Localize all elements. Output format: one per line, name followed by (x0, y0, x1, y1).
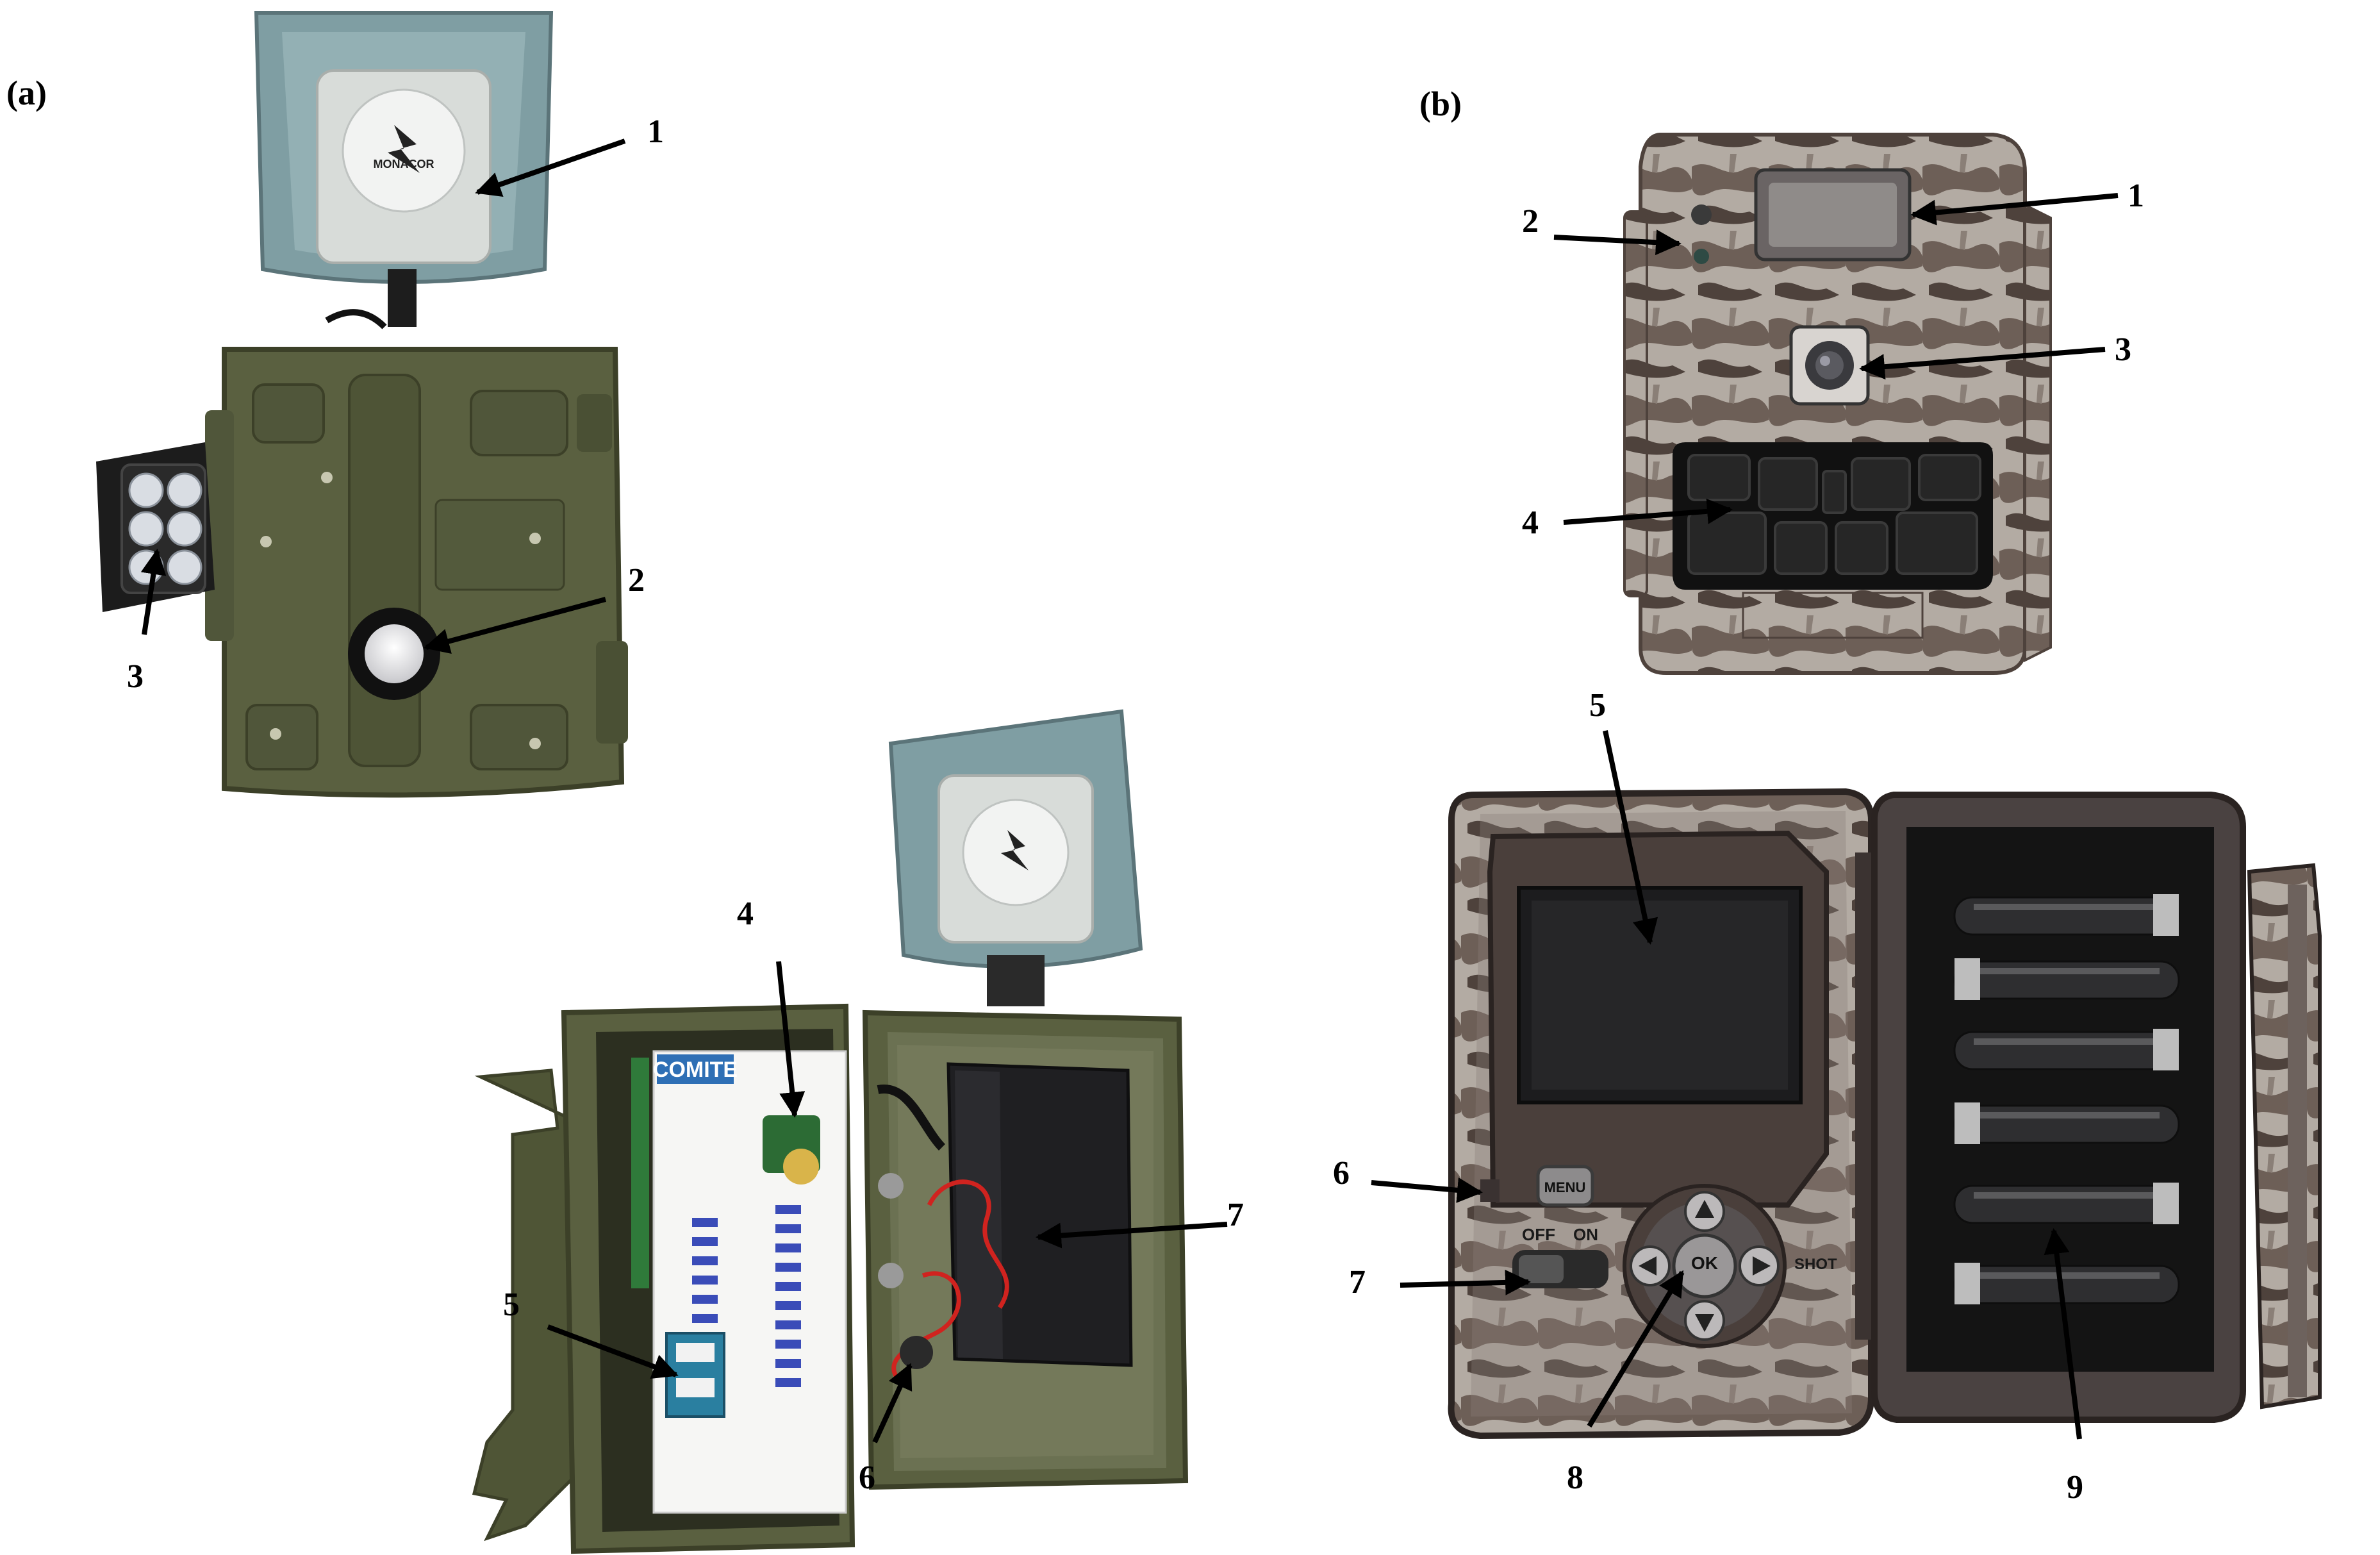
callout-b-3: 3 (2115, 331, 2131, 368)
horn-speaker-2 (888, 709, 1143, 1006)
light-sensor (1691, 204, 1712, 225)
olive-case-front (205, 347, 628, 798)
callout-b-8: 8 (1567, 1459, 1583, 1496)
callout-arrows (140, 138, 2119, 1443)
on-label: ON (1573, 1225, 1598, 1244)
callout-b-1: 1 (2128, 178, 2144, 214)
callout-a-1: 1 (647, 113, 664, 150)
panel-b-camera-open: MENU OFF ON OK SHOT (1448, 788, 2322, 1440)
callout-a-3: 3 (127, 658, 144, 695)
callout-b-6: 6 (1333, 1155, 1350, 1192)
off-label: OFF (1522, 1225, 1555, 1244)
menu-button[interactable] (1536, 1165, 1594, 1207)
cable-gland (900, 1336, 933, 1369)
panel-b-camera-front (1623, 133, 2052, 675)
shot-label: SHOT (1794, 1256, 1837, 1273)
panel-b-label: (b) (1419, 85, 1462, 123)
callout-b-2: 2 (1522, 203, 1539, 240)
callout-b-4: 4 (1522, 504, 1539, 541)
menu-button-label: MENU (1544, 1179, 1586, 1195)
monacor-logo-text: MONACOR (374, 158, 434, 170)
ok-button[interactable] (1672, 1233, 1737, 1299)
callout-a-5: 5 (503, 1286, 520, 1323)
callout-b-7: 7 (1349, 1264, 1366, 1301)
comite-logo-text: COMITE (653, 1058, 738, 1082)
led-light-bar (96, 442, 215, 612)
callout-a-6: 6 (859, 1459, 875, 1496)
ok-button-label: OK (1691, 1253, 1718, 1273)
callout-b-9: 9 (2067, 1469, 2083, 1506)
panel-a-device-open: COMITE (472, 709, 1189, 1554)
horn-speaker: MONACOR (254, 11, 554, 284)
callout-b-5: 5 (1589, 687, 1606, 724)
callout-a-2: 2 (628, 562, 645, 599)
callout-a-4: 4 (737, 895, 754, 932)
aa-batteries (1953, 894, 2180, 1304)
callout-a-7: 7 (1227, 1197, 1244, 1233)
panel-a-label: (a) (6, 74, 47, 112)
panel-a-device-front: MONACOR (96, 11, 628, 798)
